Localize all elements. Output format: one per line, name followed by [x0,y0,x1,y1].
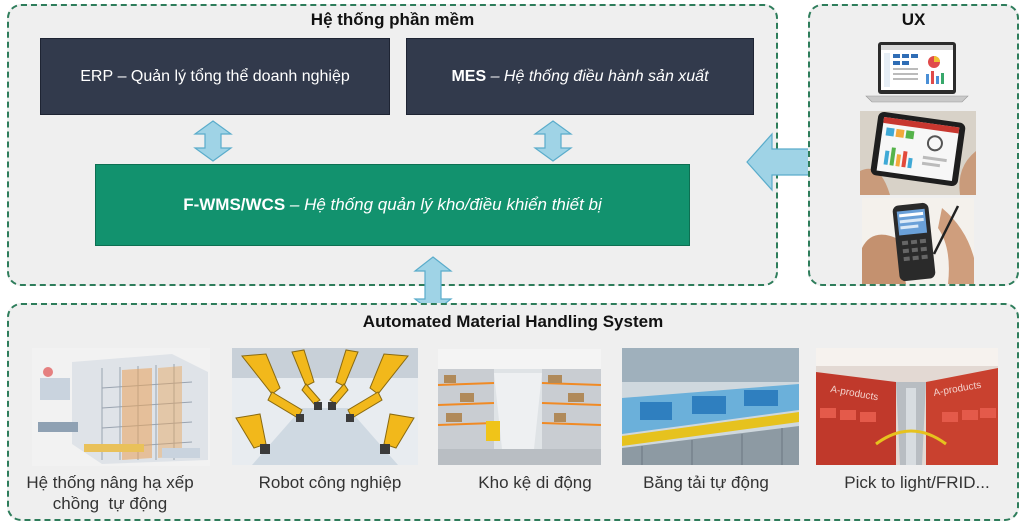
industrial-robot-caption: Robot công nghiệp [258,473,402,492]
mes-description: Hệ thống điều hành sản xuất [503,67,709,85]
fwms-description: Hệ thống quản lý kho/điều khiển thiết bị [304,195,602,214]
pick-to-light-caption: Pick to light/FRID... [844,473,990,492]
fwms-abbr: F-WMS/WCS [183,195,286,214]
asrs-caption: Hệ thống nâng hạ xếp chồng tự động [26,473,199,513]
ux-panel-title: UX [901,10,926,29]
mes-abbr: MES [451,67,487,85]
mobile-rack-caption: Kho kệ di động [478,473,592,492]
software-panel-title: Hệ thống phần mềm [310,10,475,29]
conveyor-image [622,348,799,465]
asrs-image [32,348,210,466]
erp-description: Quản lý tổng thể doanh nghiệp [130,67,350,85]
fwms-dash: – [285,195,305,214]
tablet-image [860,111,976,195]
fwms-box: F-WMS/WCS – Hệ thống quản lý kho/điều kh… [95,164,690,246]
industrial-robot-image [232,348,418,465]
mobile-rack-image [438,349,601,465]
erp-box: ERP – Quản lý tổng thể doanh nghiệp [40,38,390,115]
erp-dash: – [113,67,131,85]
mes-fwms-arrow [533,120,573,162]
handheld-scanner-image [862,198,974,284]
erp-fwms-arrow [193,120,233,162]
mes-box: MES – Hệ thống điều hành sản xuất [406,38,754,115]
erp-abbr: ERP [80,67,114,85]
mes-dash: – [486,67,504,85]
amhs-panel-title: Automated Material Handling System [362,312,664,331]
pick-to-light-image: A-products A-products [816,348,998,465]
conveyor-caption: Băng tải tự động [643,473,769,492]
laptop-image [865,42,969,103]
